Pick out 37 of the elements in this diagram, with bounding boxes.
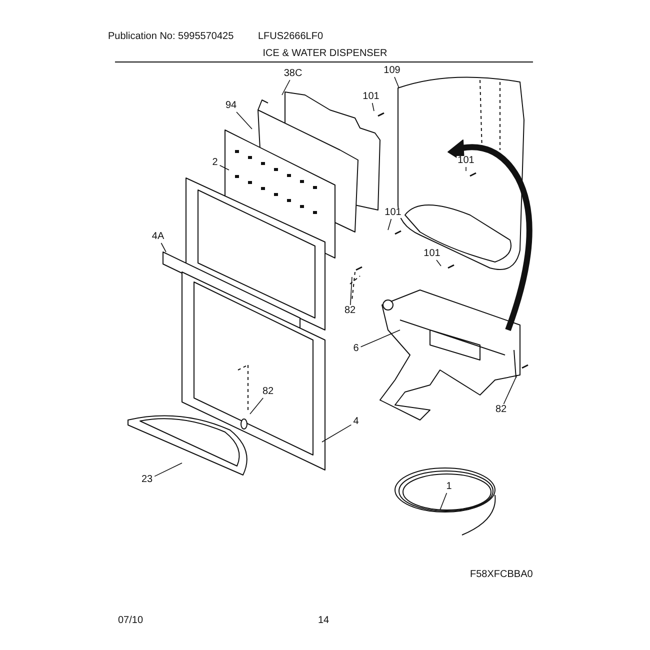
callout-number: 101 <box>384 208 402 218</box>
callout-number: 6 <box>352 344 360 354</box>
callout-number: 1 <box>445 482 453 492</box>
leader-line <box>388 218 392 230</box>
leader-line <box>236 112 252 130</box>
callout-number: 4A <box>150 232 166 242</box>
leader-line <box>160 242 166 252</box>
callout-number: 101 <box>362 92 380 102</box>
callout-number: 109 <box>382 66 402 76</box>
leader-line <box>250 398 264 414</box>
callout-number: 2 <box>211 158 219 168</box>
leader-line <box>282 80 290 96</box>
leader-line <box>360 330 400 348</box>
model-number: LFUS2666LF0 <box>258 32 324 42</box>
callout-number: 82 <box>261 387 275 397</box>
leader-line <box>322 424 352 442</box>
leader-line <box>154 462 182 477</box>
callout-number: 38C <box>282 69 304 79</box>
publication-number: Publication No: 5995570425 <box>108 32 234 42</box>
callout-number: 4 <box>352 417 360 427</box>
leader-line <box>440 492 448 510</box>
leader-line <box>394 76 400 88</box>
leader-line <box>436 260 442 266</box>
callout-number: 94 <box>224 101 238 111</box>
callout-number: 82 <box>343 306 357 316</box>
page-number: 14 <box>318 616 330 626</box>
callout-number: 101 <box>422 249 442 259</box>
date-label: 07/10 <box>118 616 144 626</box>
callout-number: 101 <box>456 156 476 166</box>
figure-code: F58XFCBBA0 <box>470 570 533 580</box>
leader-line <box>350 276 352 306</box>
leader-line <box>219 165 230 170</box>
leader-line <box>503 374 518 404</box>
callout-number: 82 <box>494 405 508 415</box>
title: ICE & WATER DISPENSER <box>262 49 388 59</box>
callout-number: 23 <box>140 475 154 485</box>
leader-line <box>372 102 374 112</box>
